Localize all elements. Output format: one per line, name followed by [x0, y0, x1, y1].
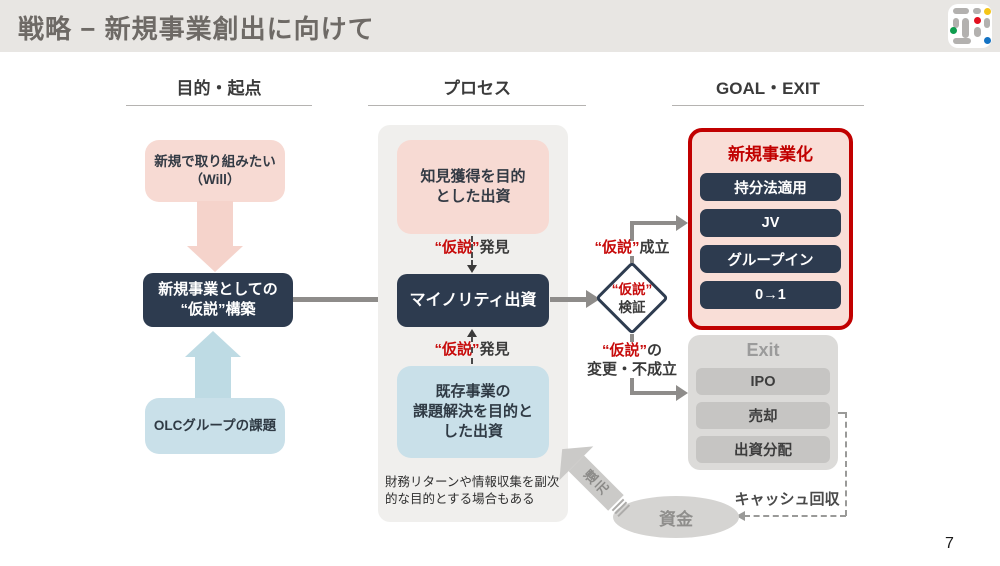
logo-bar — [953, 18, 959, 28]
new-business-title: 新規事業化 — [728, 145, 813, 164]
hypothesis-failure-label: “仮説”の 変更・不成立 — [586, 342, 677, 378]
right-arrow-icon — [630, 391, 678, 395]
existing-business-investment-box: 既存事業の 課題解決を目的と した出資 — [397, 366, 549, 458]
new-business-box: 新規事業化 持分法適用 JV グループイン 0→1 — [688, 128, 853, 330]
olc-issues-box: OLCグループの課題 — [145, 398, 285, 454]
down-arrow-icon — [187, 246, 243, 272]
exit-title: Exit — [746, 340, 780, 360]
logo-bar — [962, 18, 969, 38]
logo-dot-green — [950, 27, 957, 34]
hypothesis-building-box: 新規事業としての “仮説”構築 — [143, 273, 293, 327]
hypothesis-success-label: “仮説”成立 — [594, 239, 670, 256]
dashed-connector — [471, 236, 473, 266]
return-label: 還元 — [580, 467, 613, 500]
up-arrowhead-icon — [467, 329, 477, 337]
right-arrow-icon — [630, 221, 678, 225]
goal-item-zero-to-one: 0→1 — [700, 281, 841, 309]
logo-bar — [974, 27, 981, 37]
dashed-cash-path — [744, 515, 846, 517]
exit-item-ipo: IPO — [696, 368, 830, 395]
goal-item-jv: JV — [700, 209, 841, 237]
logo-bar — [953, 38, 971, 44]
column-header-purpose: 目的・起点 — [126, 74, 312, 106]
column-header-goal-exit: GOAL・EXIT — [672, 74, 864, 106]
hypothesis-found-top-label: “仮説”発見 — [434, 239, 510, 256]
connector-line — [630, 256, 634, 263]
down-arrow-icon — [197, 201, 233, 247]
connector-line — [630, 378, 634, 393]
process-note: 財務リターンや情報収集を副次的な目的とする場合もある — [385, 475, 560, 506]
dashed-connector — [471, 336, 473, 364]
down-arrowhead-icon — [467, 265, 477, 273]
page-title: 戦略 − 新規事業創出に向けて — [18, 14, 375, 44]
cash-recovery-label: キャッシュ回収 — [734, 491, 840, 508]
connector-line — [630, 334, 634, 342]
logo-bar — [953, 8, 969, 14]
logo-bar — [973, 8, 981, 14]
right-arrow-icon — [550, 297, 588, 302]
funds-ellipse: 資金 — [613, 496, 739, 538]
page-number: 7 — [945, 535, 954, 552]
exit-item-distribution: 出資分配 — [696, 436, 830, 463]
up-arrow-icon — [195, 355, 231, 399]
will-box: 新規で取り組みたい （Will） — [145, 140, 285, 202]
logo-bar — [984, 18, 990, 28]
up-arrow-icon — [185, 331, 241, 357]
left-arrowhead-icon — [736, 511, 745, 521]
knowledge-investment-box: 知見獲得を目的 とした出資 — [397, 140, 549, 234]
logo-dot-blue — [984, 37, 991, 44]
company-logo — [948, 4, 992, 48]
right-arrow-icon — [293, 297, 385, 302]
header-bar — [0, 0, 1000, 52]
minority-investment-box: マイノリティ出資 — [397, 274, 549, 327]
exit-box: Exit IPO 売却 出資分配 — [688, 335, 838, 470]
dashed-cash-path — [838, 412, 847, 414]
dashed-cash-path — [845, 412, 847, 516]
logo-dot-red — [974, 17, 981, 24]
connector-line — [630, 225, 634, 241]
exit-item-sale: 売却 — [696, 402, 830, 429]
logo-dot-yellow — [984, 8, 991, 15]
right-arrow-icon — [676, 215, 688, 231]
column-header-process: プロセス — [368, 74, 586, 106]
goal-item-group-in: グループイン — [700, 245, 841, 273]
hypothesis-verification-label: “仮説” 検証 — [611, 282, 653, 315]
right-arrow-icon — [676, 385, 688, 401]
hypothesis-found-bottom-label: “仮説”発見 — [434, 341, 510, 358]
right-arrow-icon — [586, 290, 600, 308]
goal-item-equity-method: 持分法適用 — [700, 173, 841, 201]
